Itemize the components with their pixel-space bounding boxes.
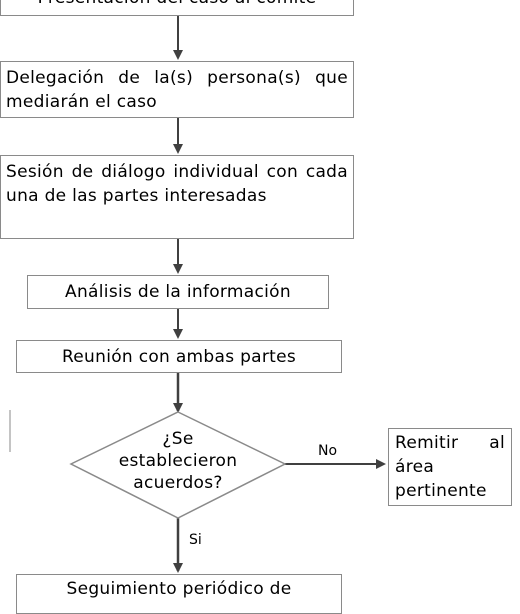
- no-branch-label: No: [318, 443, 338, 459]
- decision-line-3: acuerdos?: [133, 473, 223, 493]
- step-meeting-box: Reunión con ambas partes: [16, 340, 342, 373]
- step-delegation-box: Delegación de la(s) persona(s) que media…: [0, 61, 354, 118]
- refer-text: Remitir al área pertinente: [395, 433, 505, 501]
- step-individual-session-box: Sesión de diálogo individual con cada un…: [0, 155, 354, 239]
- step-presentation-box: Presentación del caso al comité: [0, 0, 354, 16]
- step-analysis-box: Análisis de la información: [27, 275, 329, 309]
- decision-line-1: ¿Se: [162, 429, 194, 449]
- step-individual-session-text: Sesión de diálogo individual con cada un…: [6, 162, 348, 206]
- step-delegation-text: Delegación de la(s) persona(s) que media…: [6, 68, 348, 112]
- yes-branch-label: Si: [189, 532, 202, 548]
- flowchart-connectors: [9, 16, 386, 573]
- step-meeting-text: Reunión con ambas partes: [61, 347, 297, 367]
- decision-line-2: establecieron: [118, 451, 238, 471]
- step-presentation-text: Presentación del caso al comité: [38, 0, 317, 8]
- decision-diamond: [69, 411, 287, 519]
- step-analysis-text: Análisis de la información: [65, 282, 291, 302]
- step-followup-text: Seguimiento periódico de: [66, 579, 292, 599]
- decision-text: ¿Se establecieron acuerdos?: [88, 428, 268, 494]
- step-followup-box: Seguimiento periódico de: [16, 574, 342, 614]
- refer-box: Remitir al área pertinente: [388, 428, 512, 506]
